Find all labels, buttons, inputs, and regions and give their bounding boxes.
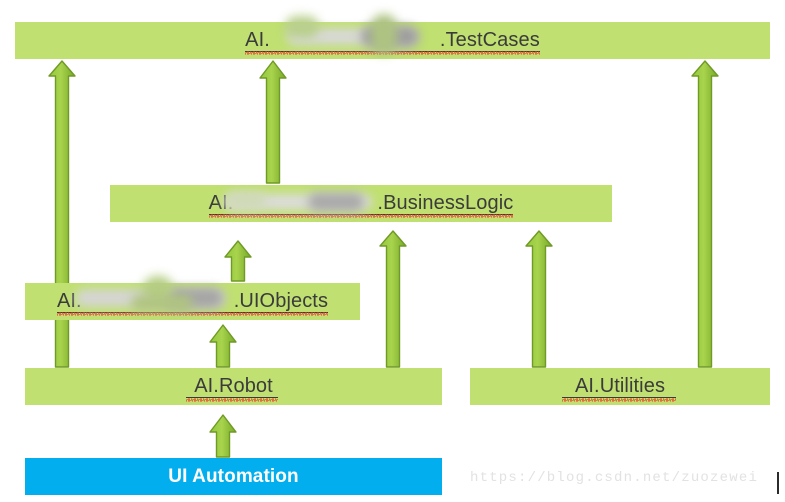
layer-prefix-uiobjects: AI. <box>56 290 82 312</box>
arrow-robot-to-testcases <box>47 58 77 370</box>
arrow-utilities-to-businesslogic <box>524 228 554 370</box>
layer-bar-testcases[interactable]: AI. .TestCases <box>15 22 770 59</box>
arrow-uiautomation-to-robot <box>208 412 238 460</box>
layer-bar-uiautomation[interactable]: UI Automation <box>25 458 442 495</box>
layer-prefix-businesslogic: AI. <box>208 192 234 214</box>
spellcheck-squiggle <box>208 214 514 218</box>
spellcheck-decoration-robot <box>186 396 278 402</box>
layer-suffix-businesslogic: .BusinessLogic <box>377 192 514 214</box>
watermark-tick <box>777 472 779 494</box>
layer-prefix-testcases: AI. <box>245 29 270 51</box>
layer-label-testcases: AI. .TestCases <box>245 29 540 55</box>
arrow-businesslogic-to-testcases <box>258 58 288 186</box>
spellcheck-decoration-utilities <box>562 396 676 402</box>
layer-label-robot: AI.Robot <box>194 375 273 397</box>
arrow-robot-to-businesslogic <box>378 228 408 370</box>
arrow-utilities-to-testcases <box>690 58 720 370</box>
arrow-uiobjects-to-businesslogic <box>223 238 253 284</box>
layer-bar-uiobjects[interactable]: AI. .UIObjects <box>25 283 360 320</box>
layer-label-businesslogic: AI. .BusinessLogic <box>208 192 514 218</box>
layer-suffix-testcases: .TestCases <box>439 29 540 51</box>
layer-label-uiautomation: UI Automation <box>168 465 299 487</box>
layer-label-utilities: AI.Utilities <box>574 375 666 397</box>
spellcheck-squiggle <box>245 51 540 55</box>
layer-bar-businesslogic[interactable]: AI. .BusinessLogic <box>110 185 612 222</box>
watermark-text: https://blog.csdn.net/zuozewei <box>470 470 759 486</box>
spellcheck-squiggle <box>56 312 329 316</box>
layer-suffix-uiobjects: .UIObjects <box>233 290 329 312</box>
arrow-robot-to-uiobjects <box>208 322 238 370</box>
layer-label-uiobjects: AI. .UIObjects <box>56 290 329 316</box>
